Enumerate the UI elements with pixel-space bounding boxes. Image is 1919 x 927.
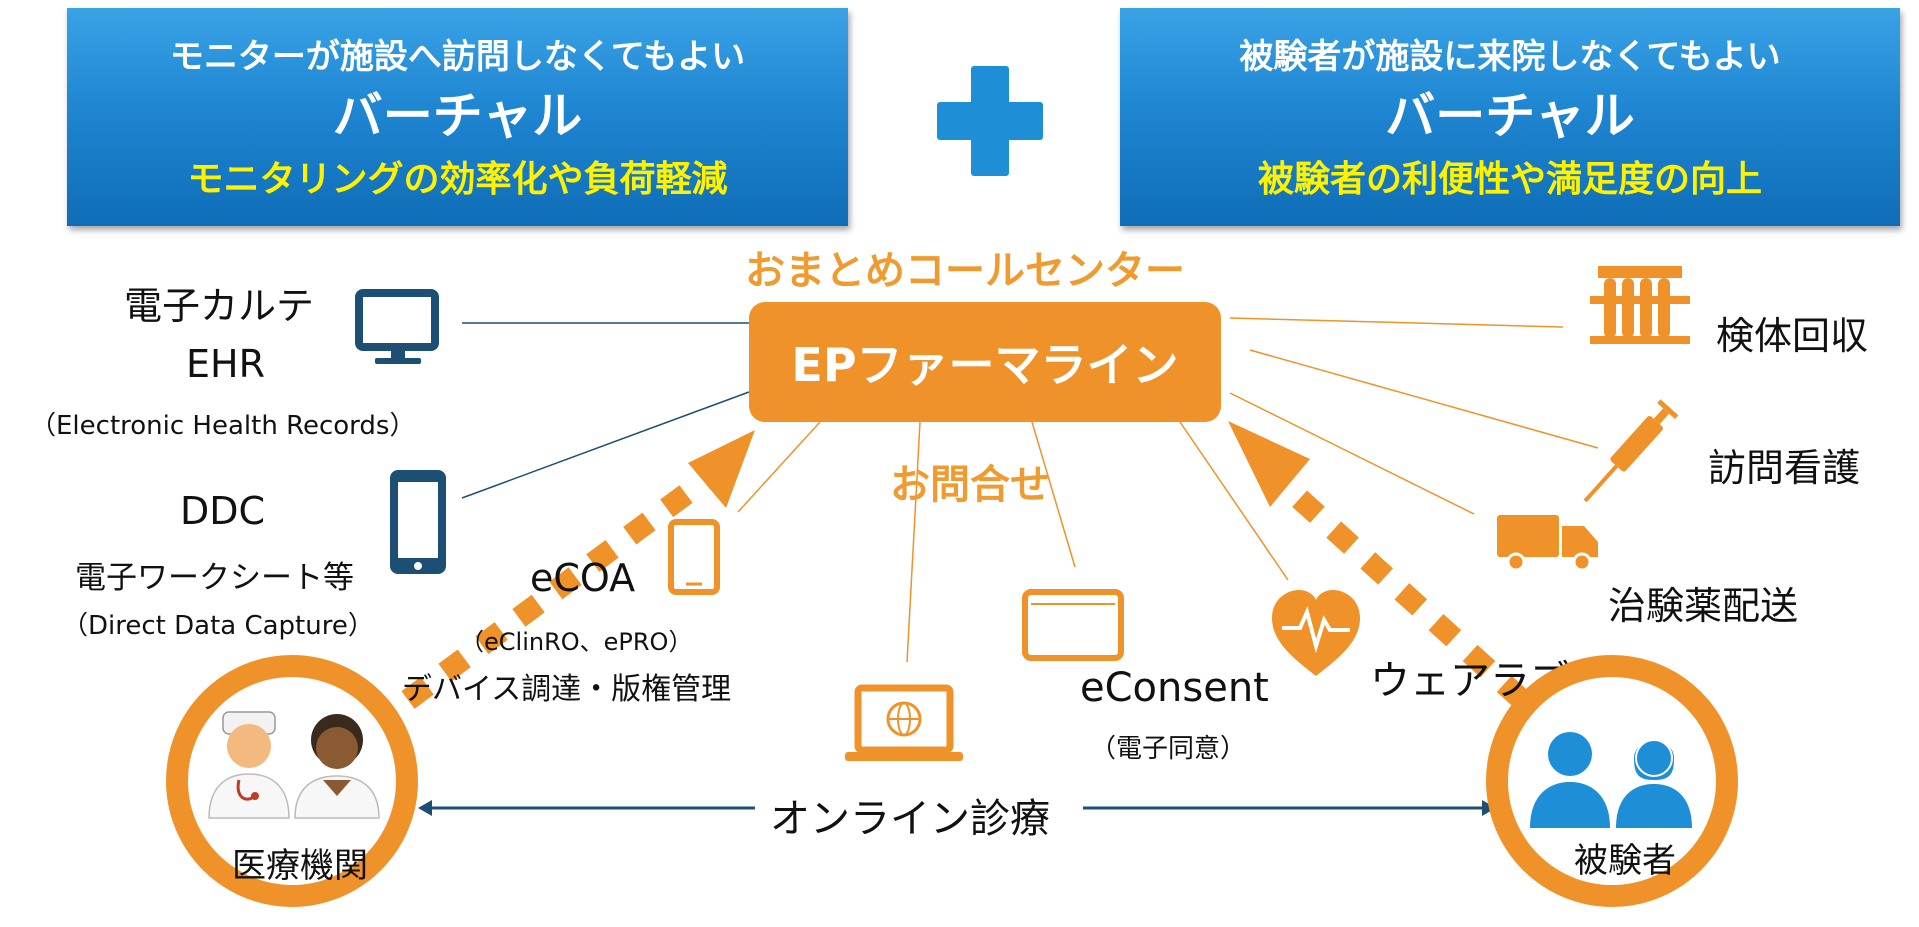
banner-right-line2: バーチャル — [1385, 87, 1635, 145]
ep-pharmaline-box: EPファーマライン — [749, 302, 1221, 422]
truck-icon — [1497, 515, 1598, 572]
inquiry-label: お問合せ — [890, 462, 1050, 508]
dashed-arrow-left — [401, 430, 755, 709]
doctors-icon — [208, 711, 380, 819]
line-ecoa — [737, 421, 821, 513]
test-tubes-icon — [1590, 266, 1690, 344]
dashed-arrow-right — [1228, 421, 1530, 709]
delivery-label: 治験薬配送 — [1608, 584, 1799, 628]
patients-icon — [1530, 732, 1692, 828]
ehr-full: （Electronic Health Records） — [30, 411, 416, 441]
plus-icon — [937, 66, 1043, 176]
banner-virtual-monitoring: モニターが施設へ訪問しなくてもよい バーチャル モニタリングの効率化や負荷軽減 — [67, 8, 848, 226]
tablet-landscape-icon — [1022, 589, 1124, 661]
ddc-full: （Direct Data Capture） — [62, 611, 374, 641]
econsent-sub: （電子同意） — [1090, 734, 1247, 764]
monitor-icon — [355, 289, 439, 364]
banner-right-line3: 被験者の利便性や満足度の向上 — [1257, 159, 1762, 200]
banner-right-line1: 被験者が施設に来院しなくてもよい — [1239, 37, 1781, 77]
subject-label: 被験者 — [1574, 841, 1676, 881]
heart-pulse-icon — [1272, 590, 1360, 676]
subject-node — [1486, 655, 1738, 907]
line-wearable — [1179, 421, 1289, 581]
line-nursing — [1249, 349, 1599, 449]
smartphone-icon — [390, 470, 446, 574]
specimen-label: 検体回収 — [1716, 314, 1869, 358]
line-online — [906, 421, 921, 663]
line-econsent — [1031, 421, 1076, 568]
medical-institution-node — [166, 655, 418, 907]
medical-institution-label: 医療機関 — [232, 846, 368, 886]
ddc-abbr: DDC — [180, 489, 266, 533]
ddc-title: 電子ワークシート等 — [75, 560, 354, 596]
tablet-icon — [668, 519, 720, 595]
line-specimen — [1229, 317, 1564, 328]
nursing-label: 訪問看護 — [1708, 446, 1861, 490]
online-consult-label: オンライン診療 — [770, 796, 1050, 842]
econsent-label: eConsent — [1080, 665, 1269, 711]
ecoa-device: デバイス調達・版権管理 — [402, 672, 732, 707]
ehr-abbr: EHR — [186, 342, 265, 386]
ehr-title: 電子カルテ — [124, 284, 315, 328]
syringe-icon — [1583, 399, 1679, 503]
ecoa-label: eCOA — [530, 556, 636, 600]
laptop-globe-icon — [845, 684, 963, 761]
banner-left-line2: バーチャル — [332, 87, 583, 145]
banner-left-line1: モニターが施設へ訪問しなくてもよい — [169, 37, 746, 77]
call-center-label: おまとめコールセンター — [745, 248, 1185, 294]
banner-left-line3: モニタリングの効率化や負荷軽減 — [187, 159, 728, 200]
line-ddc — [461, 391, 750, 499]
line-delivery — [1229, 392, 1475, 515]
banner-virtual-visit: 被験者が施設に来院しなくてもよい バーチャル 被験者の利便性や満足度の向上 — [1120, 8, 1900, 226]
ecoa-sub: （eClinRO、ePRO） — [460, 628, 693, 656]
